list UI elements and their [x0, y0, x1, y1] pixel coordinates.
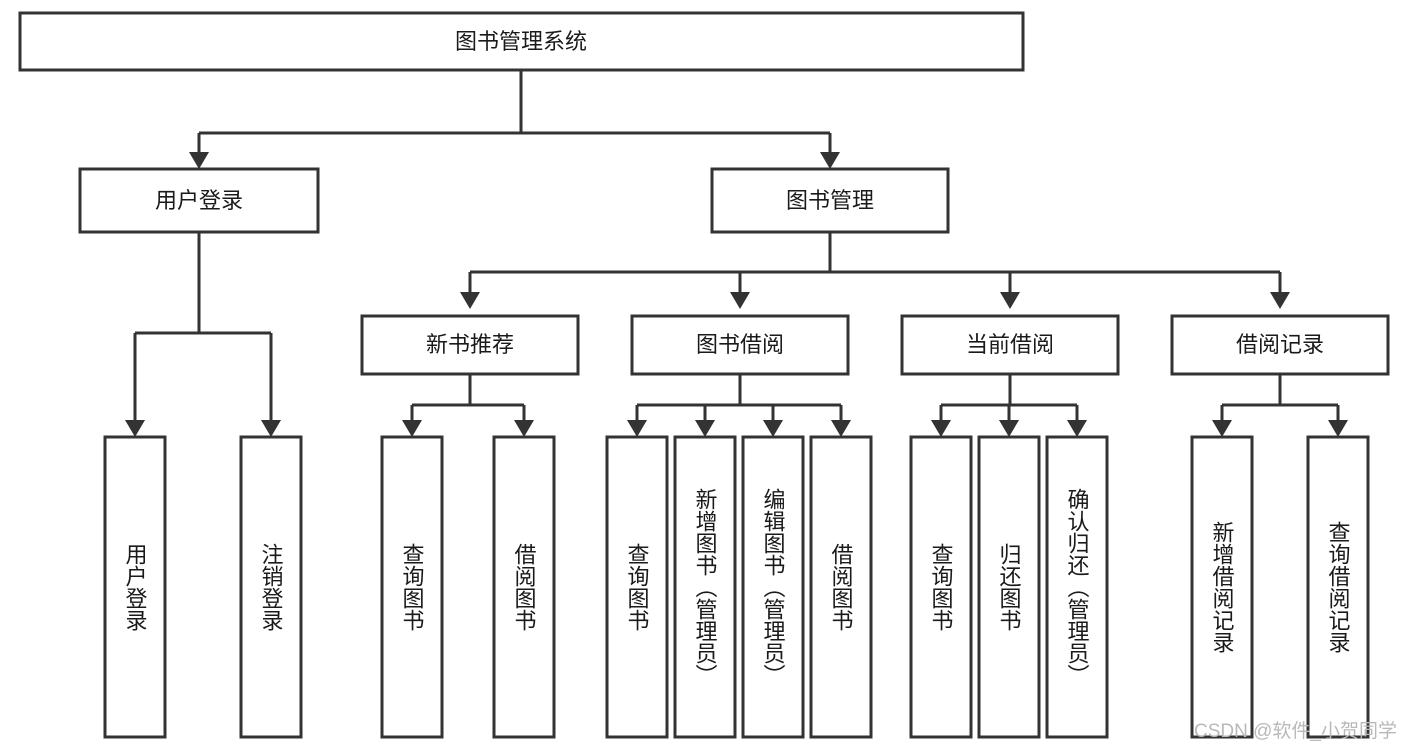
node-book-borrow-label: 图书借阅 [696, 332, 784, 357]
leaf-current-borrow-1-box[interactable] [909, 435, 973, 739]
leaf-new-book-rec-2-box[interactable] [492, 435, 556, 739]
leaf-borrow-record-1-box[interactable] [1190, 435, 1254, 739]
leaf-borrow-record-1[interactable]: 新增借阅记录 [1190, 435, 1254, 739]
leaf-new-book-rec-2[interactable]: 借阅图书 [492, 435, 556, 739]
node-user-login[interactable]: 用户登录 [78, 167, 320, 234]
arrowhead-cb-leaf-2 [999, 420, 1019, 437]
leaf-current-borrow-2-box[interactable] [977, 435, 1041, 739]
leaf-user-login-1-label: 用户登录 [123, 543, 148, 631]
leaf-current-borrow-3-box[interactable] [1045, 435, 1109, 739]
connector-group-root [189, 70, 840, 169]
leaf-book-borrow-2-box[interactable] [673, 435, 737, 739]
node-book-mgmt[interactable]: 图书管理 [710, 167, 950, 234]
leaf-book-borrow-1-label: 查询图书 [625, 543, 650, 631]
arrowhead-bb-leaf-4 [831, 420, 851, 437]
node-borrow-record-box[interactable] [1170, 314, 1390, 376]
leaf-user-login-2-label: 注销登录 [259, 543, 284, 631]
leaf-current-borrow-2-label: 归还图书 [997, 543, 1022, 631]
leaf-book-borrow-2[interactable]: 新增图书（管理员） [673, 435, 737, 739]
node-borrow-record[interactable]: 借阅记录 [1170, 314, 1390, 376]
arrowhead-nbr-leaf-1 [402, 420, 422, 437]
connector-group-new-book-rec [402, 374, 534, 437]
leaf-book-borrow-4[interactable]: 借阅图书 [809, 435, 873, 739]
node-book-borrow[interactable]: 图书借阅 [630, 314, 850, 376]
connector-group-borrow-record [1212, 374, 1348, 437]
leaf-new-book-rec-1-box[interactable] [380, 435, 444, 739]
node-book-borrow-box[interactable] [630, 314, 850, 376]
connector-group-book-mgmt [460, 232, 1290, 309]
arrowhead-new-book-rec [460, 292, 480, 309]
leaf-user-login-2-box[interactable] [239, 435, 303, 739]
arrowhead-book-mgmt [820, 152, 840, 169]
leaf-current-borrow-1[interactable]: 查询图书 [909, 435, 973, 739]
node-borrow-record-label: 借阅记录 [1236, 332, 1324, 357]
arrowhead-user-login [189, 152, 209, 169]
node-book-mgmt-box[interactable] [710, 167, 950, 234]
arrowhead-cb-leaf-3 [1067, 420, 1087, 437]
arrowhead-leaf-logout [261, 420, 281, 437]
node-root[interactable]: 图书管理系统 [18, 11, 1025, 72]
node-new-book-rec-box[interactable] [360, 314, 580, 376]
connector-group-current-borrow [931, 374, 1087, 437]
leaf-book-borrow-1-box[interactable] [605, 435, 669, 739]
leaf-new-book-rec-1[interactable]: 查询图书 [380, 435, 444, 739]
csdn-watermark: CSDN @软件_小贺同学 [1194, 721, 1397, 742]
leaf-book-borrow-4-box[interactable] [809, 435, 873, 739]
leaf-book-borrow-1[interactable]: 查询图书 [605, 435, 669, 739]
leaf-book-borrow-2-label: 新增图书（管理员） [693, 488, 718, 686]
node-root-box[interactable] [18, 11, 1025, 72]
node-book-mgmt-label: 图书管理 [786, 188, 874, 213]
node-new-book-rec[interactable]: 新书推荐 [360, 314, 580, 376]
leaf-book-borrow-4-label: 借阅图书 [829, 543, 854, 631]
node-user-login-box[interactable] [78, 167, 320, 234]
leaf-borrow-record-1-label: 新增借阅记录 [1210, 521, 1235, 653]
arrowhead-br-leaf-2 [1328, 420, 1348, 437]
leaf-current-borrow-2[interactable]: 归还图书 [977, 435, 1041, 739]
connector-group-book-borrow [627, 374, 851, 437]
leaf-borrow-record-2-box[interactable] [1306, 435, 1370, 739]
arrowhead-bb-leaf-1 [627, 420, 647, 437]
leaf-current-borrow-1-label: 查询图书 [929, 543, 954, 631]
node-user-login-label: 用户登录 [155, 188, 243, 213]
arrowhead-bb-leaf-2 [695, 420, 715, 437]
node-new-book-rec-label: 新书推荐 [426, 332, 514, 357]
arrowhead-leaf-user-login [125, 420, 145, 437]
arrowhead-borrow-record [1270, 292, 1290, 309]
connector-group-user-login [125, 232, 281, 437]
node-current-borrow-label: 当前借阅 [966, 332, 1054, 357]
leaf-user-login-2[interactable]: 注销登录 [239, 435, 303, 739]
arrowhead-cb-leaf-1 [931, 420, 951, 437]
arrowhead-nbr-leaf-2 [514, 420, 534, 437]
leaf-book-borrow-3-box[interactable] [741, 435, 805, 739]
arrowhead-bb-leaf-3 [763, 420, 783, 437]
leaf-book-borrow-3-label: 编辑图书（管理员） [761, 488, 786, 686]
leaf-new-book-rec-2-label: 借阅图书 [512, 543, 537, 631]
leaf-current-borrow-3-label: 确认归还（管理员） [1065, 488, 1090, 686]
leaf-user-login-1-box[interactable] [103, 435, 167, 739]
leaf-user-login-1[interactable]: 用户登录 [103, 435, 167, 739]
arrowhead-br-leaf-1 [1212, 420, 1232, 437]
leaf-book-borrow-3[interactable]: 编辑图书（管理员） [741, 435, 805, 739]
arrowhead-book-borrow [730, 292, 750, 309]
leaf-borrow-record-2[interactable]: 查询借阅记录 [1306, 435, 1370, 739]
leaf-current-borrow-3[interactable]: 确认归还（管理员） [1045, 435, 1109, 739]
node-current-borrow-box[interactable] [900, 314, 1120, 376]
leaf-new-book-rec-1-label: 查询图书 [400, 543, 425, 631]
node-current-borrow[interactable]: 当前借阅 [900, 314, 1120, 376]
arrowhead-current-borrow [1000, 292, 1020, 309]
leaf-borrow-record-2-label: 查询借阅记录 [1326, 521, 1351, 653]
node-root-label: 图书管理系统 [455, 29, 587, 54]
